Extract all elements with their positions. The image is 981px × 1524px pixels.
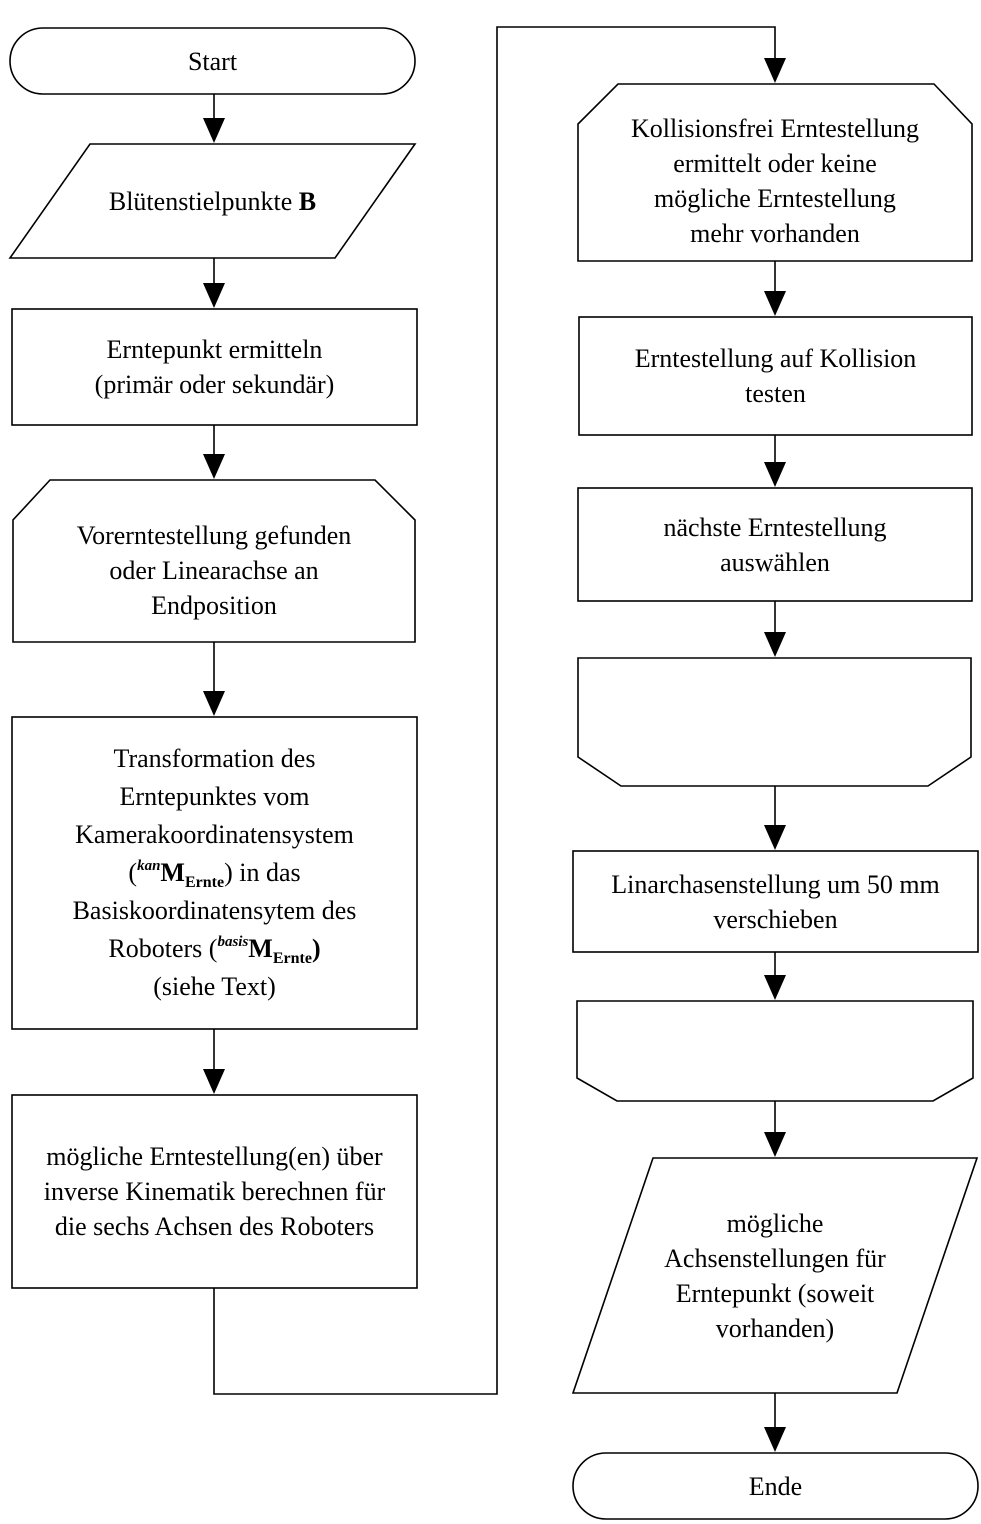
text-line: Erntestellung auf Kollision	[634, 344, 917, 373]
input-bluetenstielpunkte-label: Blütenstielpunkte B	[50, 144, 375, 258]
loop-end-inner	[577, 657, 972, 787]
text-line: mögliche Erntestellung	[654, 184, 896, 213]
text-line: verschieben	[713, 904, 838, 934]
erntepunkt-label: Erntepunkt ermitteln (primär oder sekund…	[12, 309, 417, 425]
text-line: auswählen	[720, 547, 830, 577]
loop2-start-label: Kollisionsfrei Erntestellung ermittelt o…	[578, 111, 972, 251]
text-line: Linarchasenstellung um 50 mm	[611, 869, 940, 899]
text-fragment: Roboters (	[108, 934, 218, 963]
text-line-basis: Roboters (basisMErnte)	[108, 934, 321, 967]
text-line: mögliche Erntestellung(en) über	[46, 1142, 383, 1171]
process-inverse-kinematik	[11, 1094, 418, 1289]
terminator-start	[9, 27, 416, 95]
text-line: Vorerntestellung gefunden	[76, 520, 352, 550]
text-line: oder Linearachse an	[109, 555, 319, 585]
text-line: testen	[745, 379, 806, 408]
text-line: Transformation des	[113, 744, 316, 773]
input-text: Blütenstielpunkte	[108, 186, 293, 216]
subscript-ernte: Ernte	[272, 950, 312, 967]
loop-start-vorerntestellung	[12, 479, 416, 643]
matrix-symbol: M	[160, 858, 185, 887]
text-line: Erntepunktes vom	[119, 782, 310, 811]
text-fragment: ) in das	[224, 858, 301, 887]
kollision-label: Erntestellung auf Kollision testen	[579, 317, 972, 435]
ende-label: Ende	[748, 1471, 803, 1501]
process-naechste	[577, 487, 973, 602]
text-line-kan: (kanMErnte) in das	[128, 858, 301, 891]
arrowheads	[203, 58, 786, 1452]
parallelogram-input-bluetenstielpunkte	[8, 143, 417, 259]
superscript-kan: kan	[137, 858, 161, 874]
subscript-ernte: Ernte	[184, 874, 225, 891]
text-line: nächste Erntestellung	[663, 512, 887, 542]
process-erntepunkt	[11, 308, 418, 426]
naechste-label: nächste Erntestellung auswählen	[578, 488, 972, 601]
text-line: mögliche	[726, 1208, 824, 1238]
terminator-ende	[572, 1452, 979, 1520]
text-line: Basiskoordinatensytem des	[72, 896, 357, 925]
process-transformation	[11, 716, 418, 1030]
text-line: Erntepunkt (soweit	[675, 1278, 875, 1308]
inverse-kinematik-label: mögliche Erntestellung(en) über inverse …	[12, 1095, 417, 1288]
linearachse-label: Linarchasenstellung um 50 mm verschieben	[573, 851, 978, 952]
loop-end-outer	[576, 1000, 974, 1102]
start-label: Start	[187, 46, 238, 76]
connectors	[213, 26, 776, 1429]
loop1-start-label: Vorerntestellung gefunden oder Linearach…	[13, 500, 415, 640]
text-line: vorhanden)	[715, 1313, 835, 1343]
matrix-symbol: M	[248, 934, 273, 963]
text-line: (primär oder sekundär)	[94, 370, 335, 399]
output-achsenstellungen-label: mögliche Achsenstellungen für Erntepunkt…	[613, 1158, 937, 1393]
text-line: ermittelt oder keine	[673, 149, 877, 178]
text-line: Achsenstellungen für	[664, 1243, 886, 1273]
text-line: die sechs Achsen des Roboters	[54, 1212, 375, 1241]
parallelogram-output-achsenstellungen	[571, 1157, 979, 1394]
superscript-basis: basis	[217, 934, 249, 950]
text-line: Kamerakoordinatensystem	[75, 820, 354, 849]
text-line: (siehe Text)	[153, 972, 276, 1001]
text-line: Endposition	[151, 590, 277, 620]
text-line: mehr vorhanden	[690, 219, 860, 248]
process-kollision	[578, 316, 973, 436]
symbol-b: B	[298, 186, 317, 216]
text-line: Kollisionsfrei Erntestellung	[630, 114, 920, 143]
process-linearachse	[572, 850, 979, 953]
text-line: Erntepunkt ermitteln	[106, 335, 323, 364]
text-line: inverse Kinematik berechnen für	[43, 1177, 386, 1206]
loop-start-kollisionsfrei	[577, 83, 973, 262]
transformation-label: Transformation des Erntepunktes vom Kame…	[12, 717, 417, 1029]
